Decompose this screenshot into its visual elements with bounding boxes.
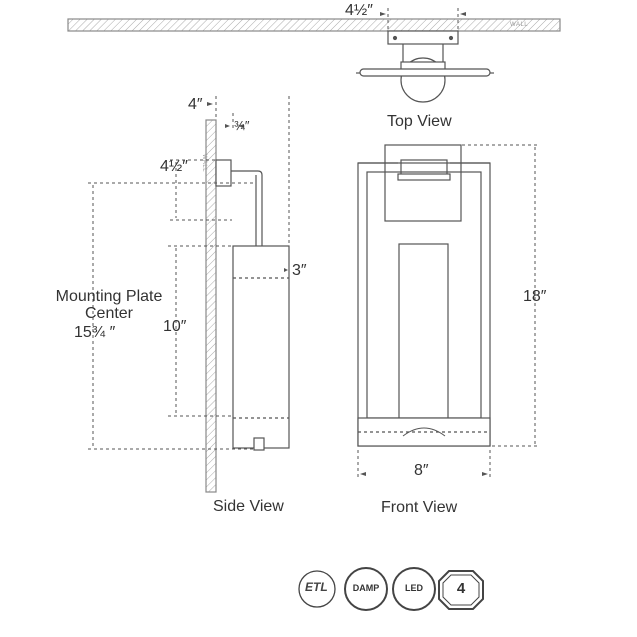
side-shade	[232, 245, 290, 449]
front-glass	[398, 243, 449, 419]
top-wall-label: WALL	[510, 22, 529, 28]
top-width-dim: 4½″	[345, 2, 373, 19]
bulb-count-icon	[438, 570, 484, 610]
top-dim-lines	[387, 8, 459, 30]
side-wall	[205, 119, 217, 493]
bulb-count-text: 4	[456, 580, 466, 597]
side-depth-dim: 4″	[188, 96, 203, 113]
top-backplate	[387, 30, 459, 45]
side-wall-label: WALL	[201, 153, 208, 173]
led-icon	[392, 567, 436, 611]
top-view-label: Top View	[387, 113, 452, 130]
front-dim-lines	[357, 144, 540, 478]
side-backplate-dim: 4½″	[160, 158, 188, 175]
side-backplate	[215, 159, 232, 187]
damp-text: DAMP	[352, 583, 380, 593]
front-cap	[400, 159, 448, 176]
side-dim-lines	[88, 96, 290, 450]
mounting-plate-center-label: Mounting Plate Center	[55, 288, 163, 322]
damp-icon	[344, 567, 388, 611]
front-height-dim: 18″	[523, 288, 547, 305]
side-offset-dim: ¾″	[234, 118, 250, 133]
front-view-label: Front View	[381, 499, 458, 516]
side-arm	[231, 170, 263, 440]
side-view-label: Side View	[213, 498, 284, 515]
top-view-drawing	[67, 18, 561, 103]
front-backplate	[384, 144, 462, 222]
side-shade-depth-dim: 3″	[292, 262, 307, 279]
front-logo-mark	[402, 427, 446, 437]
top-arm-bar	[359, 68, 491, 77]
etl-icon	[298, 570, 336, 608]
etl-text: ETL	[305, 580, 328, 594]
led-text: LED	[405, 583, 423, 593]
side-view-drawing	[205, 119, 290, 493]
mounting-plate-center-value: 15¾ ″	[74, 324, 116, 341]
front-view-drawing	[357, 144, 491, 447]
side-shade-height-dim: 10″	[163, 318, 187, 335]
front-width-dim: 8″	[414, 462, 429, 479]
top-wall	[67, 18, 561, 32]
